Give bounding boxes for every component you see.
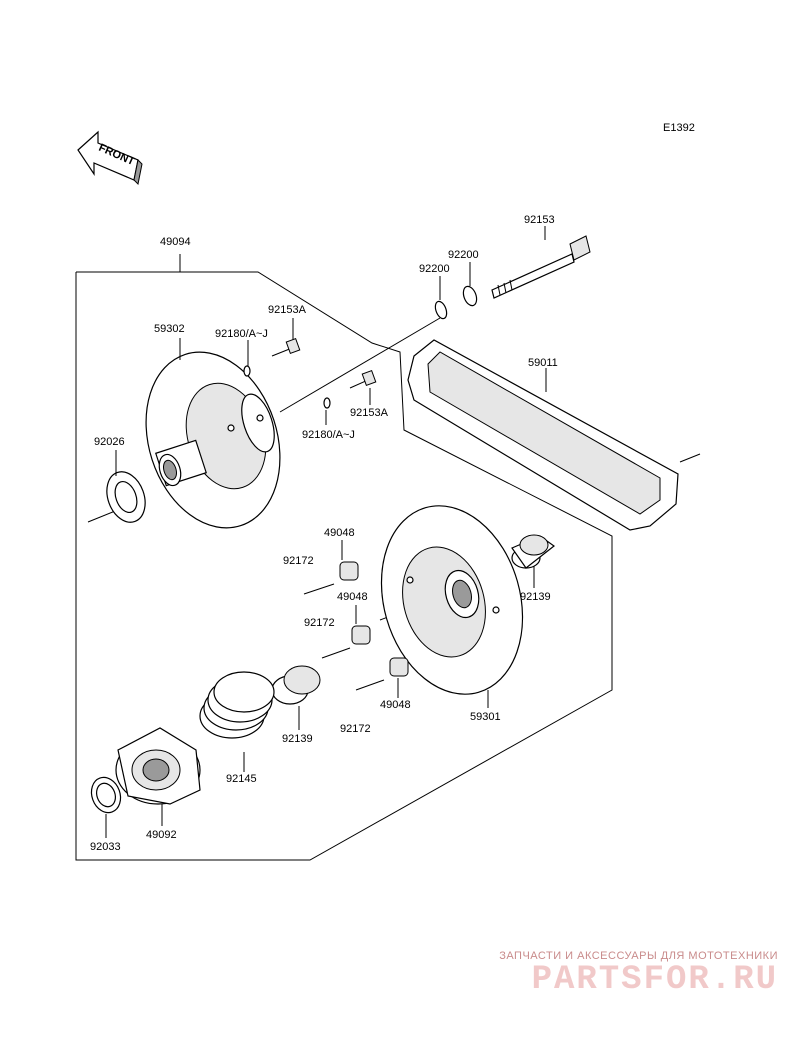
watermark: ЗАПЧАСТИ И АКСЕССУАРЫ ДЛЯ МОТОТЕХНИКИ PA… [499, 950, 778, 998]
part-label: 59302 [154, 323, 185, 335]
weight-49048-c [389, 657, 409, 677]
bolt-92153a-upper [271, 338, 301, 357]
bolt-92153a-lower [349, 370, 377, 389]
part-label: 49092 [146, 829, 177, 841]
watermark-caption: ЗАПЧАСТИ И АКСЕССУАРЫ ДЛЯ МОТОТЕХНИКИ [499, 950, 778, 962]
part-label: 92172 [283, 555, 314, 567]
pin-92172-c [355, 679, 385, 691]
part-label: 92033 [90, 841, 121, 853]
part-label: 92153 [524, 214, 555, 226]
part-label: 59301 [470, 711, 501, 723]
bushing-92139-left [271, 665, 321, 705]
circlip-92033 [90, 776, 122, 814]
part-label: 92139 [282, 733, 313, 745]
spring-92145 [199, 671, 275, 739]
part-labels: 49094 59302 92180/A~J 92153A 92180/A~J 9… [90, 214, 558, 853]
washer-92200-a [434, 300, 448, 320]
washer-92026 [106, 471, 146, 523]
washer-92180-lower [323, 397, 331, 409]
weight-49048-b [351, 625, 371, 645]
fixed-sheave-59302 [145, 351, 281, 529]
part-label: 49048 [380, 699, 411, 711]
part-label: 49048 [337, 591, 368, 603]
washer-92200-b [462, 285, 478, 307]
part-label: 92153A [268, 304, 307, 316]
bushing-92139-right [511, 534, 556, 569]
part-label: 59011 [528, 357, 558, 369]
part-label: 92180/A~J [215, 328, 268, 340]
part-label: 49094 [160, 236, 191, 248]
part-label: 92200 [448, 249, 479, 261]
pin-92172-a [303, 583, 335, 595]
weight-49048-a [339, 561, 359, 581]
assembly-frame [75, 271, 613, 861]
bolt-92153 [491, 235, 591, 299]
washer-92180-upper [243, 365, 251, 377]
part-label: 92180/A~J [302, 429, 355, 441]
part-label: 92200 [419, 263, 450, 275]
leader-lines [105, 226, 547, 838]
pin-92172-b [321, 647, 351, 659]
part-label: 92145 [226, 773, 257, 785]
part-label: 92153A [350, 407, 389, 419]
part-label: 92139 [520, 591, 551, 603]
part-label: 92026 [94, 436, 125, 448]
part-label: 49048 [324, 527, 355, 539]
diagram-code: E1392 [663, 122, 695, 134]
watermark-logo: PARTSFOR.RU [531, 961, 778, 999]
part-label: 92172 [304, 617, 335, 629]
cam-49092 [115, 727, 201, 805]
part-label: 92172 [340, 723, 371, 735]
movable-sheave-59301 [380, 505, 524, 695]
front-arrow-icon: FRONT [77, 130, 143, 186]
drive-belt-59011 [407, 339, 701, 531]
